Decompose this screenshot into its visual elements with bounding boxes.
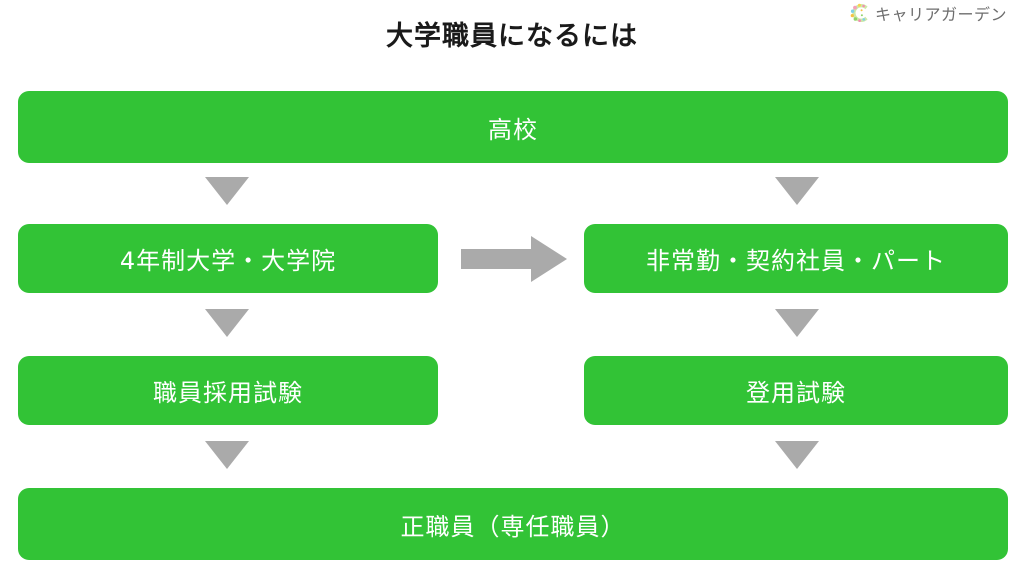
flow-node-label: 高校	[488, 115, 538, 144]
flow-node-label: 登用試験	[746, 379, 846, 407]
arrow-down-icon-parttime-to-promotion-exam	[775, 309, 819, 337]
brand-logo: キャリアガーデン	[849, 1, 1007, 25]
brand-name: キャリアガーデン	[875, 5, 1008, 24]
flow-node-promotion-exam: 登用試験	[584, 356, 1008, 425]
flow-node-university: 4年制大学・大学院	[18, 224, 438, 293]
flow-node-label: 4年制大学・大学院	[119, 247, 337, 275]
career-garden-c-mark-icon	[849, 2, 871, 24]
flow-node-label: 正職員（専任職員）	[400, 512, 626, 541]
arrow-right-icon-university-to-parttime	[461, 236, 567, 282]
flow-node-label: 職員採用試験	[153, 379, 303, 407]
flow-node-label: 非常勤・契約社員・パート	[646, 247, 946, 275]
flow-node-parttime: 非常勤・契約社員・パート	[584, 224, 1008, 293]
flow-node-fulltime-staff: 正職員（専任職員）	[18, 488, 1008, 560]
arrow-down-icon-highschool-to-university	[205, 177, 249, 205]
flow-node-staff-exam: 職員採用試験	[18, 356, 438, 425]
arrow-down-icon-staff-exam-to-fulltime	[205, 441, 249, 469]
arrow-down-icon-highschool-to-parttime	[775, 177, 819, 205]
arrow-down-icon-university-to-staff-exam	[205, 309, 249, 337]
flow-node-highschool: 高校	[18, 91, 1008, 163]
arrow-down-icon-promotion-exam-to-fulltime	[775, 441, 819, 469]
page-title: 大学職員になるには	[386, 21, 638, 52]
